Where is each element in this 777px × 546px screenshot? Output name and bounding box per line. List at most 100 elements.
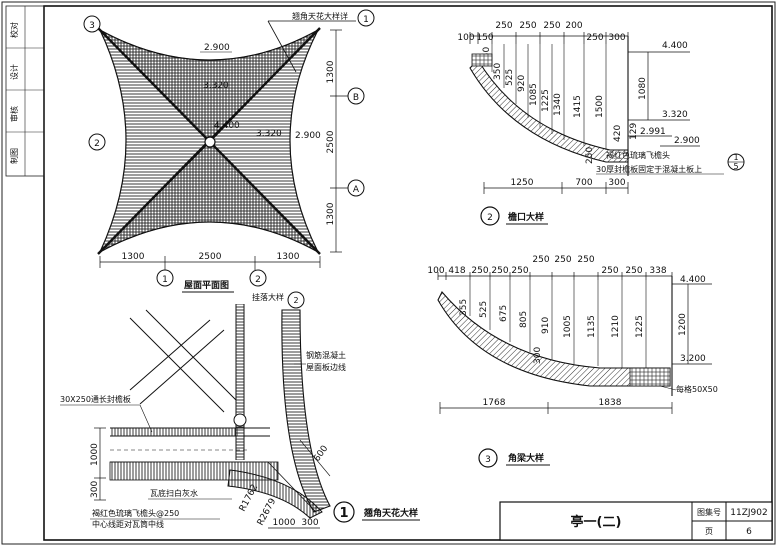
eave-depth: 525 <box>505 69 515 86</box>
eave-cap <box>471 53 493 67</box>
page-label: 页 <box>705 527 713 536</box>
eave-depth: 1225 <box>541 89 551 112</box>
beam-end-grid <box>629 367 671 387</box>
ceiling-top-ref-label: 挂落大样 <box>252 292 284 302</box>
beam-depth: 355 <box>459 299 469 316</box>
eave-detail: 100 150 250 250 250 200 250 300 4.400 1 5… <box>457 21 745 226</box>
eave-small-dim: 250 <box>585 147 595 164</box>
eave-top-dim: 250 <box>543 21 560 31</box>
beam-title-num: 3 <box>485 455 491 465</box>
eave-depth: 350 <box>493 63 503 80</box>
roof-apex <box>204 136 216 148</box>
dim-right-2: 2500 <box>326 130 336 153</box>
beam-top-dim: 250 <box>554 255 571 265</box>
eave-top-dim: 200 <box>565 21 582 31</box>
eave-top-dim: 150 <box>476 33 493 43</box>
roof-tiles-bottom <box>99 141 319 253</box>
title-block: 亭一(二) 图集号 11ZJ902 页 6 <box>499 501 773 541</box>
dim-bottom-2: 2500 <box>199 252 222 262</box>
dim-right-3: 1300 <box>326 202 336 225</box>
eave-bottom-dim: 700 <box>575 178 592 188</box>
corner-ref: 3 <box>89 21 95 31</box>
beam-depth: 910 <box>541 317 551 334</box>
ceiling-title-bubble <box>333 501 355 523</box>
atlas-label: 图集号 <box>697 507 721 517</box>
beam-bottom-dim: 1768 <box>483 398 506 408</box>
axis-1: 1 <box>162 275 168 285</box>
dim-right-1: 1300 <box>326 60 336 83</box>
ceiling-note2: 屋面板边线 <box>306 362 346 372</box>
eave-ref: 1 <box>733 153 738 162</box>
axis-bubble <box>347 87 365 105</box>
eave-title-num: 2 <box>487 213 493 223</box>
ceiling-bottom-dim: 300 <box>301 518 318 528</box>
eave-top-ticks <box>469 32 629 44</box>
elev-mid1: 3.320 <box>203 81 229 91</box>
beam-top-ticks <box>437 272 673 280</box>
eave-depth: 1085 <box>529 83 539 106</box>
axis-2: 2 <box>255 275 261 285</box>
eave-top-dim: 300 <box>608 33 625 43</box>
beam-top-dim: 250 <box>577 255 594 265</box>
eave-note: 褐红色琉璃飞檐头 <box>606 150 670 160</box>
eave-small-dim: 129 <box>629 123 639 140</box>
corner-ref-bubble <box>83 15 101 33</box>
eave-depth: 1340 <box>553 93 563 116</box>
page-no: 6 <box>746 527 752 537</box>
elev-center: 4.400 <box>214 121 240 131</box>
beam-depth: 1135 <box>587 315 597 338</box>
stamp-3: 审核 <box>9 106 19 122</box>
beam-top-dim: 100 <box>427 266 444 276</box>
beam-elev-low: 3.200 <box>680 354 706 364</box>
eave-elev-low2: 2.900 <box>674 136 700 146</box>
ceiling-note6: 中心线距对瓦筒中线 <box>92 519 164 529</box>
dim-bottom-1: 1300 <box>122 252 145 262</box>
axis-b: B <box>353 93 359 103</box>
ceiling-bottom-dim: 1000 <box>273 518 296 528</box>
eave-top-dim: 250 <box>495 21 512 31</box>
stamp-4: 制图 <box>9 148 19 164</box>
eave-small-dim: 420 <box>613 125 623 142</box>
beam-top-dim: 250 <box>491 266 508 276</box>
eave-bottom-dim: 1250 <box>511 178 534 188</box>
beam-note: 每格50X50 <box>676 384 718 394</box>
ceiling-note4: 瓦底扫白灰水 <box>150 488 198 498</box>
eave-depth: 1415 <box>573 95 583 118</box>
eave-top-dim: 100 <box>457 33 474 43</box>
ceiling-eave-curve <box>281 309 331 513</box>
beam-top-dim: 250 <box>511 266 528 276</box>
eave-note2: 30厚封檐板固定于混凝土板上 <box>596 164 702 174</box>
roof-plan-title: 屋面平面图 <box>184 280 229 291</box>
ceiling-note5: 褐红色琉璃飞檐头@250 <box>92 508 179 518</box>
dim-bottom-3: 1300 <box>277 252 300 262</box>
ceiling-top-ref: 2 <box>293 296 298 305</box>
elev-right2: 2.900 <box>295 131 321 141</box>
axis-a: A <box>353 185 360 195</box>
eave-depth: 920 <box>517 75 527 92</box>
sheet-title: 亭一(二) <box>571 514 622 530</box>
ceiling-node <box>233 413 247 427</box>
beam-depth: 1210 <box>611 315 621 338</box>
eave-bottom-dim: 300 <box>608 178 625 188</box>
beam-title-bubble <box>478 448 498 468</box>
stamp-1: 校对 <box>9 22 19 38</box>
beam-mid-dim: 300 <box>533 347 543 364</box>
eave-verticals <box>491 44 607 150</box>
eave-top-dim: 250 <box>586 33 603 43</box>
beam-top-dim: 250 <box>532 255 549 265</box>
beam-top-dim: 250 <box>601 266 618 276</box>
eave-elev-top: 4.400 <box>662 41 688 51</box>
ceiling-post <box>236 304 244 460</box>
axis-bubble <box>347 179 365 197</box>
ceiling-sill <box>110 428 238 436</box>
drawing-frame <box>43 5 773 541</box>
eave-title-bubble <box>480 206 500 226</box>
callout-ref: 1 <box>363 15 369 25</box>
axis-bubble <box>156 269 174 287</box>
beam-verticals <box>469 280 647 368</box>
beam-top-dim: 250 <box>625 266 642 276</box>
beam-top-dim: 250 <box>471 266 488 276</box>
axis-bubble <box>249 269 267 287</box>
beam-bottom-dim: 1838 <box>599 398 622 408</box>
